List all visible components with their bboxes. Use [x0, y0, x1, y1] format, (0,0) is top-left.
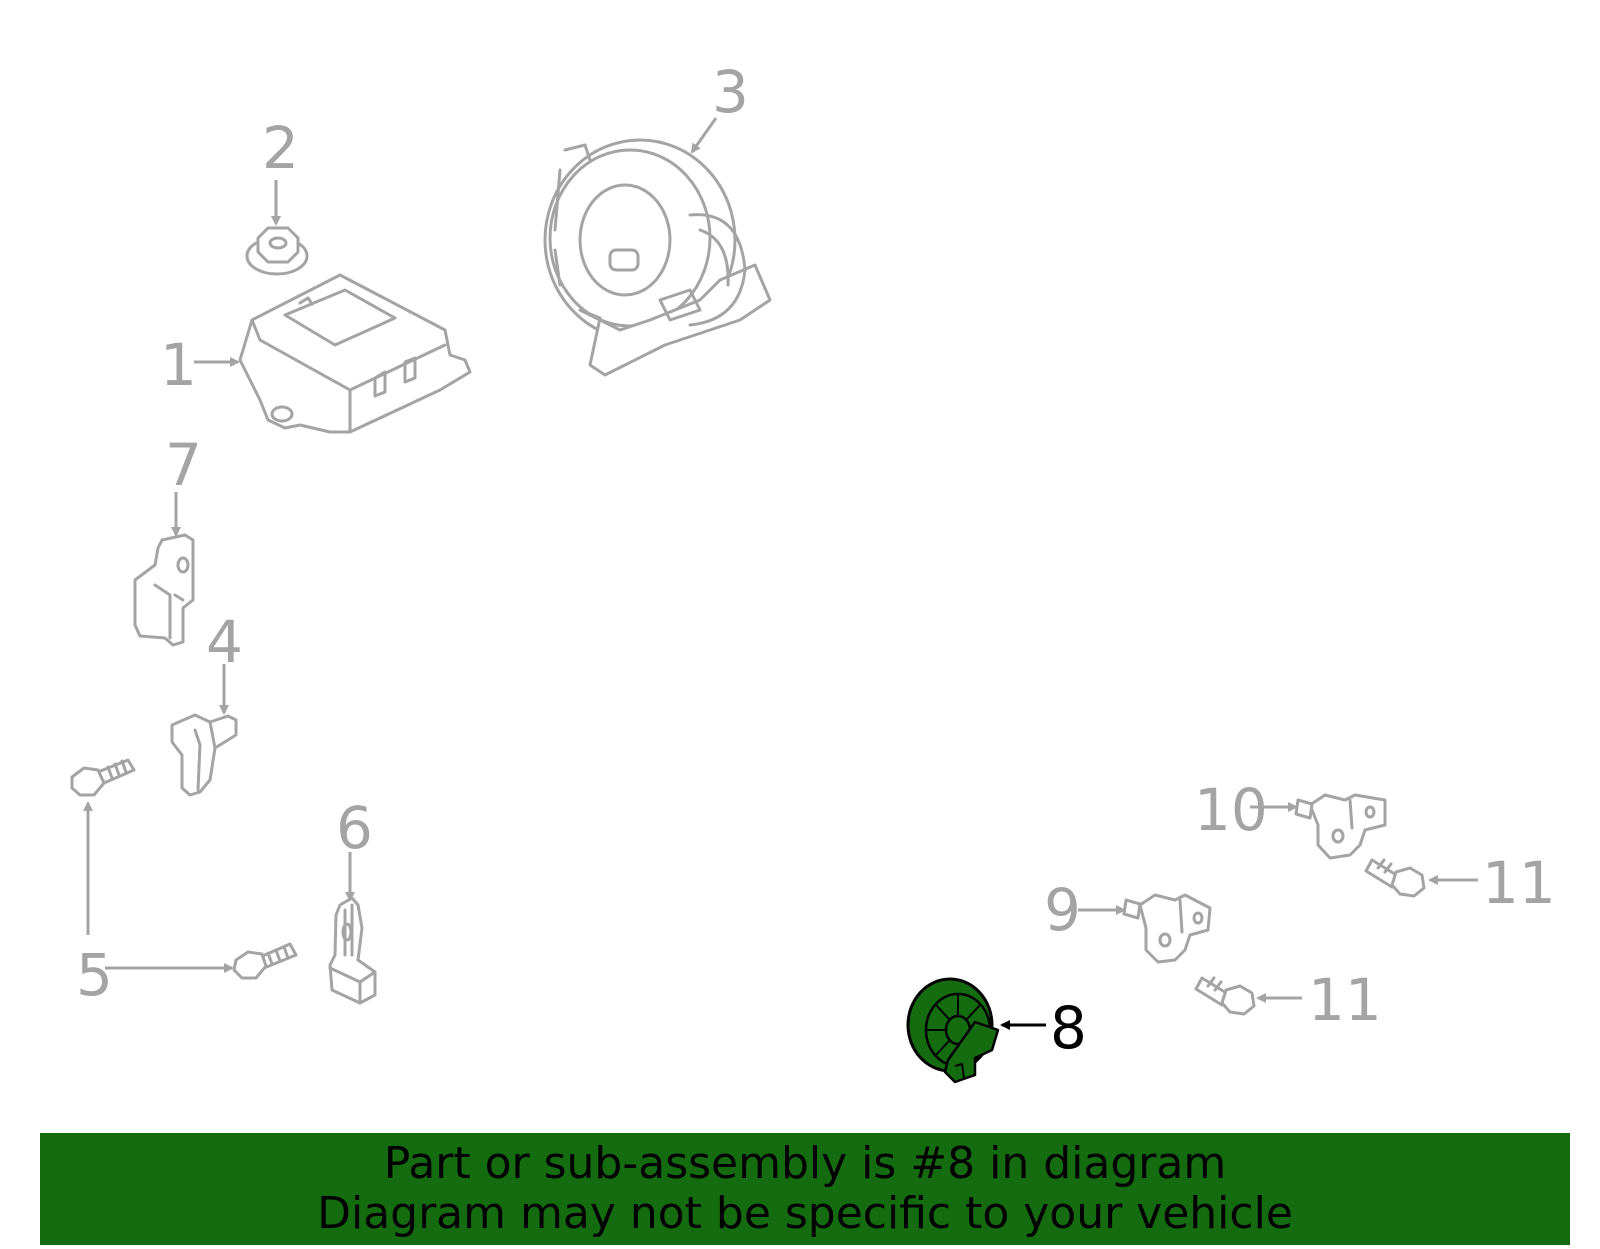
part-9-sensor[interactable] — [1122, 893, 1212, 964]
arrow-3 — [690, 117, 718, 154]
part-2-nut[interactable] — [245, 226, 309, 276]
part-10-sensor[interactable] — [1294, 793, 1387, 860]
part-11-bolt-lower[interactable] — [1194, 976, 1256, 1016]
banner-line-2: Diagram may not be specific to your vehi… — [317, 1188, 1293, 1239]
banner-line-1: Part or sub-assembly is #8 in diagram — [383, 1138, 1227, 1189]
part-5-bolt-upper[interactable] — [70, 758, 136, 797]
label-2: 2 — [262, 114, 299, 182]
part-11-bolt-upper[interactable] — [1364, 858, 1426, 898]
label-11-lower: 11 — [1308, 966, 1382, 1034]
label-5: 5 — [76, 941, 113, 1009]
info-banner: Part or sub-assembly is #8 in diagram Di… — [40, 1133, 1570, 1245]
label-1: 1 — [160, 331, 197, 399]
label-7: 7 — [165, 431, 202, 499]
part-7-bracket[interactable] — [133, 533, 195, 647]
label-10: 10 — [1194, 776, 1268, 844]
label-9: 9 — [1044, 876, 1081, 944]
label-8: 8 — [1050, 994, 1087, 1062]
part-5-bolt-lower[interactable] — [232, 942, 298, 980]
label-3: 3 — [712, 58, 749, 126]
part-4-bracket[interactable] — [170, 713, 238, 797]
label-11-upper: 11 — [1482, 849, 1556, 917]
label-4: 4 — [206, 608, 243, 676]
label-6: 6 — [336, 794, 373, 862]
part-3-clock-spring[interactable] — [543, 138, 772, 377]
part-1-airbag-module[interactable] — [238, 273, 472, 434]
part-8-highlighted[interactable] — [906, 977, 1000, 1084]
part-6-connector[interactable] — [328, 896, 377, 1005]
